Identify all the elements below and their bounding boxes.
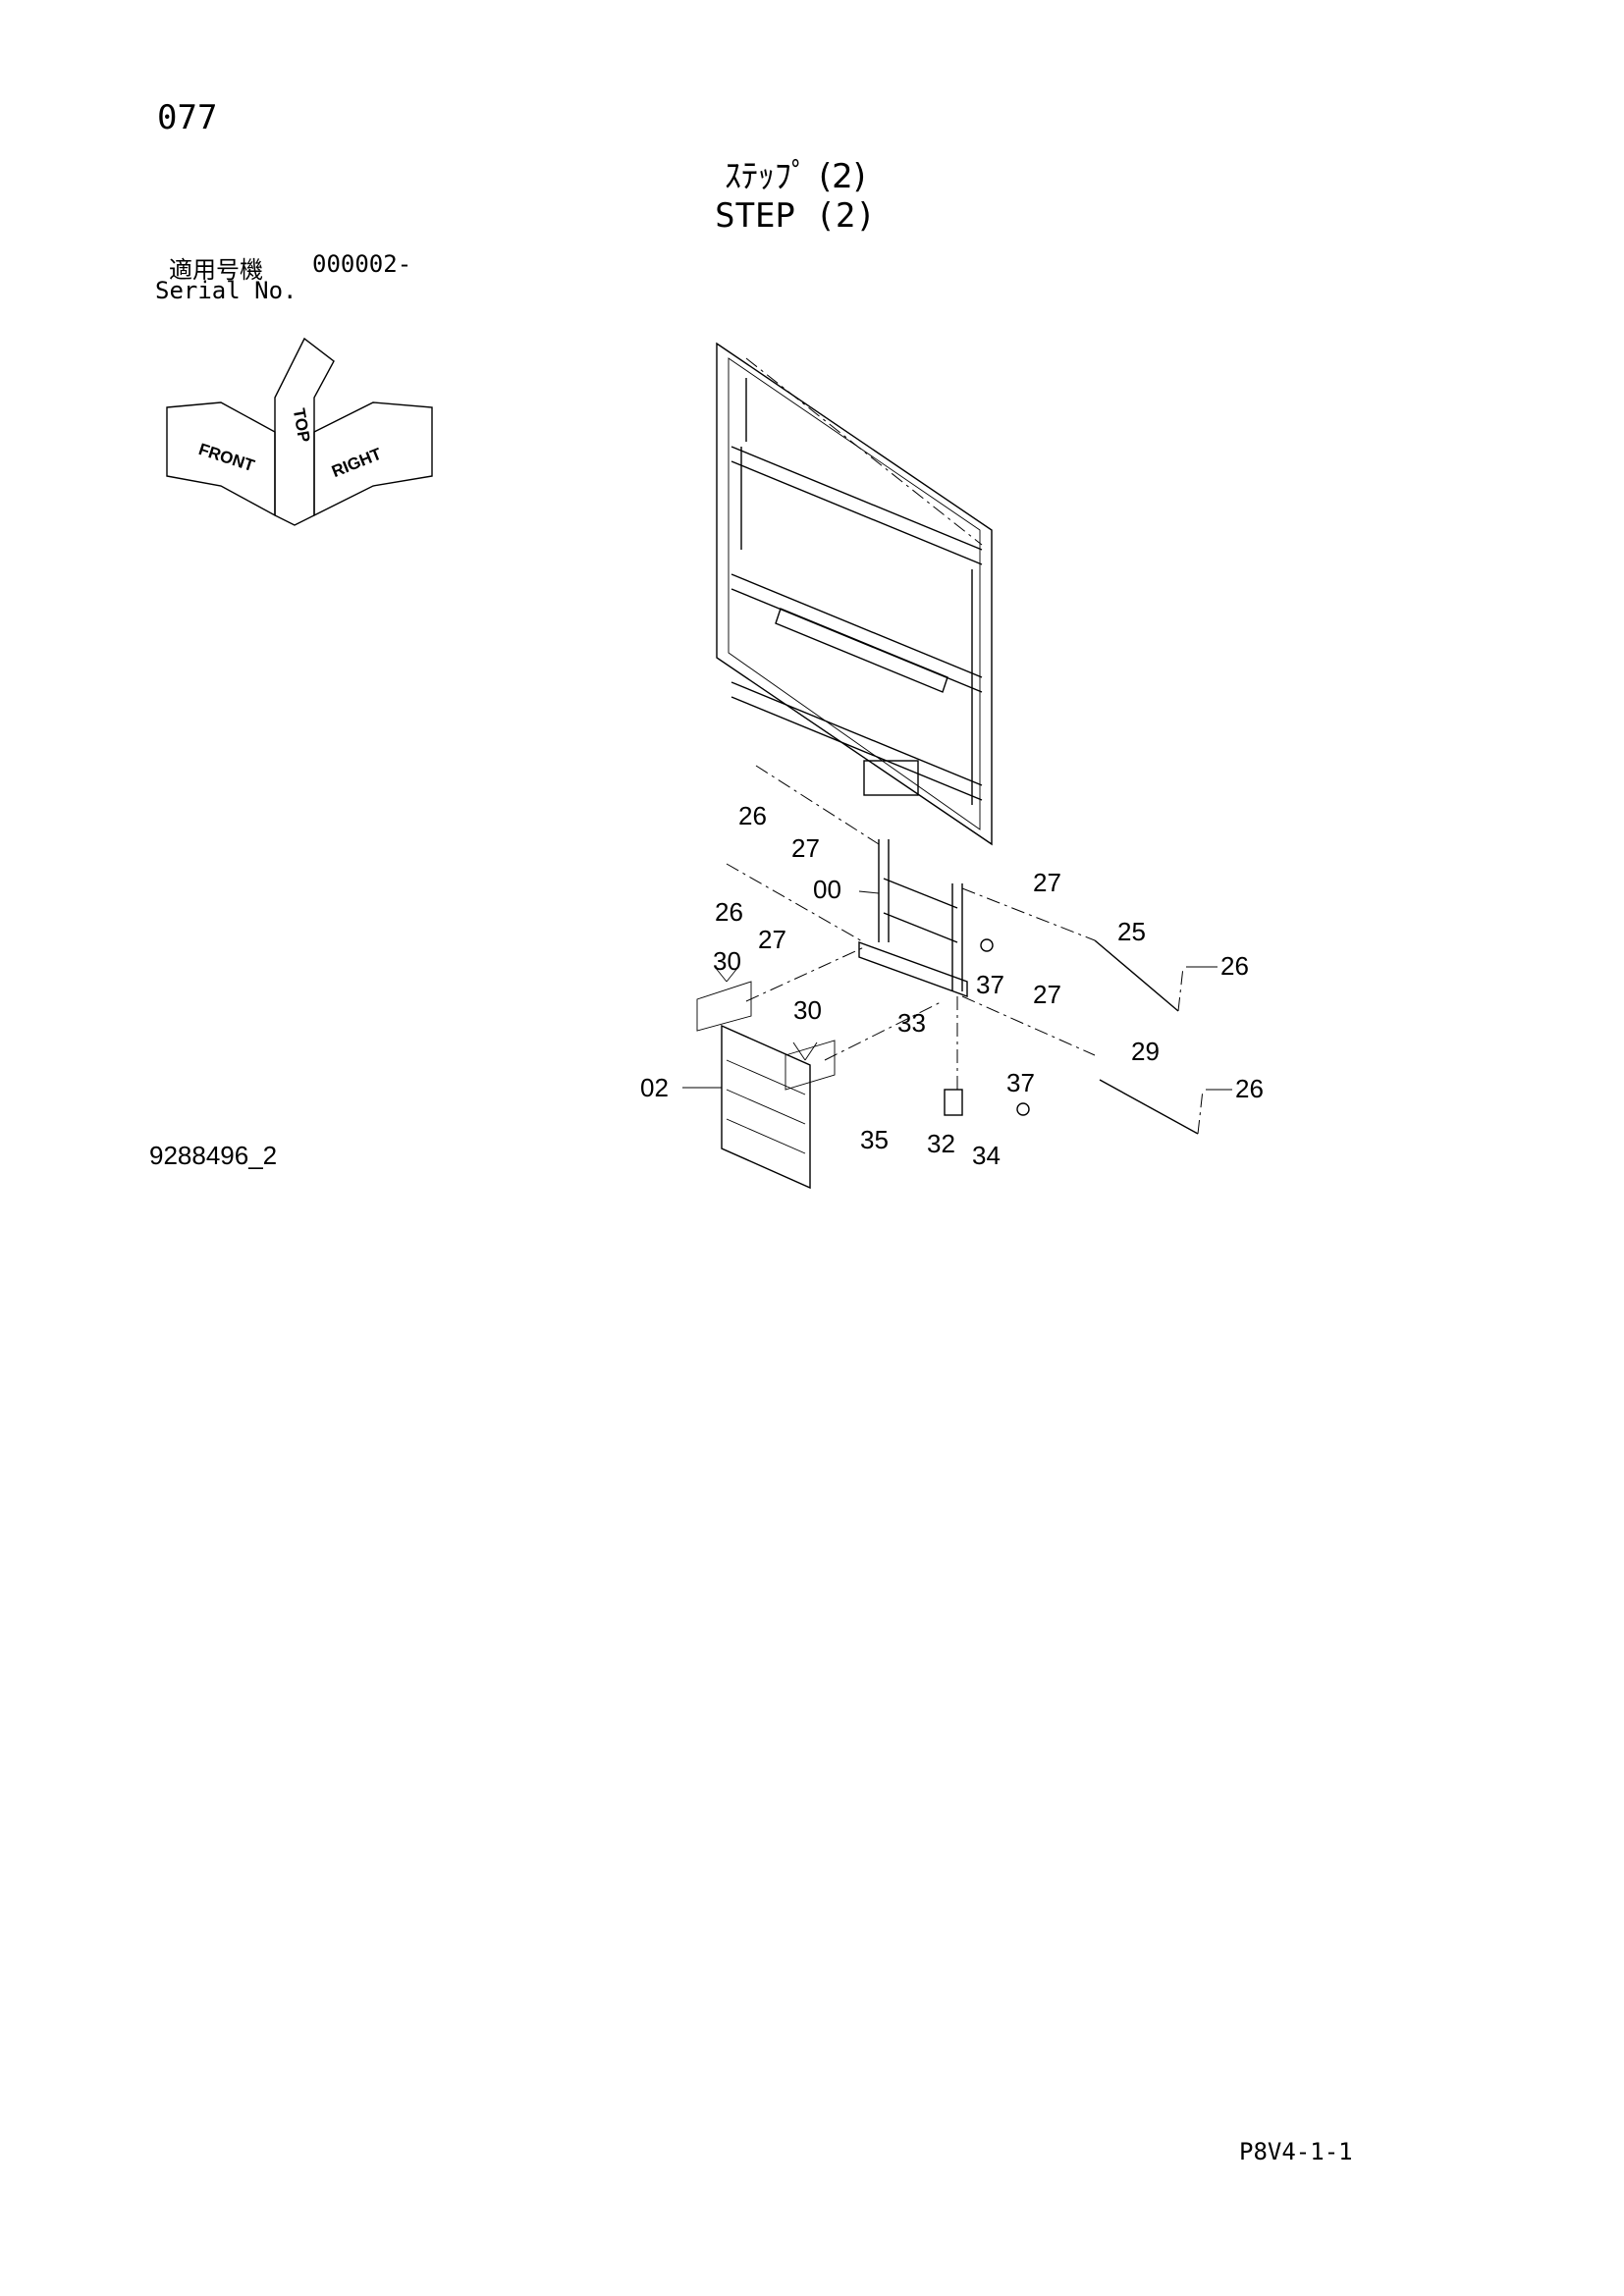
serial-label-japanese: 適用号機 [169, 256, 263, 284]
callout-30a: 30 [713, 946, 741, 976]
right-label: RIGHT [329, 444, 385, 481]
callout-35: 35 [860, 1125, 889, 1154]
callout-34: 34 [972, 1141, 1001, 1170]
page-number: 077 [157, 98, 218, 137]
front-arrow-icon [166, 401, 276, 517]
callout-02: 02 [640, 1073, 669, 1102]
callout-27c: 27 [1033, 868, 1061, 897]
serial-label-english: Serial No. [155, 277, 298, 304]
callout-33: 33 [897, 1008, 926, 1038]
title-japanese: ｽﾃｯﾌﾟ (2) [725, 157, 866, 196]
serial-number-value: 000002- [312, 250, 412, 278]
drawing-reference-code: 9288496_2 [149, 1141, 278, 1170]
assembly-lines [726, 765, 1204, 1135]
callout-26a: 26 [738, 801, 767, 830]
step-ladder-lower [696, 981, 836, 1190]
title-english: STEP (2) [715, 196, 876, 236]
top-label: TOP [290, 407, 314, 444]
step-ladder-upper [858, 839, 968, 997]
leader-lines [682, 890, 1232, 1091]
page-footer-code: P8V4-1-1 [1239, 2138, 1353, 2165]
callouts: 26 27 26 27 00 27 25 26 37 30 30 33 27 2… [640, 801, 1264, 1170]
callout-27b: 27 [758, 925, 786, 954]
callout-26c: 26 [1220, 951, 1249, 981]
callout-32: 32 [927, 1129, 955, 1158]
step-frame [716, 342, 993, 846]
callout-26d: 26 [1235, 1074, 1264, 1103]
callout-37b: 37 [1006, 1068, 1035, 1097]
pins-and-rods [944, 938, 1199, 1135]
callout-37a: 37 [976, 970, 1004, 999]
orientation-indicator: TOP FRONT RIGHT [166, 337, 433, 526]
front-label: FRONT [196, 440, 257, 475]
callout-00: 00 [813, 875, 841, 904]
right-arrow-icon [313, 401, 433, 517]
callout-27a: 27 [791, 833, 820, 863]
callout-26b: 26 [715, 897, 743, 927]
callout-27d: 27 [1033, 980, 1061, 1009]
callout-25: 25 [1117, 917, 1146, 946]
callout-29: 29 [1131, 1037, 1160, 1066]
callout-30b: 30 [793, 995, 822, 1025]
